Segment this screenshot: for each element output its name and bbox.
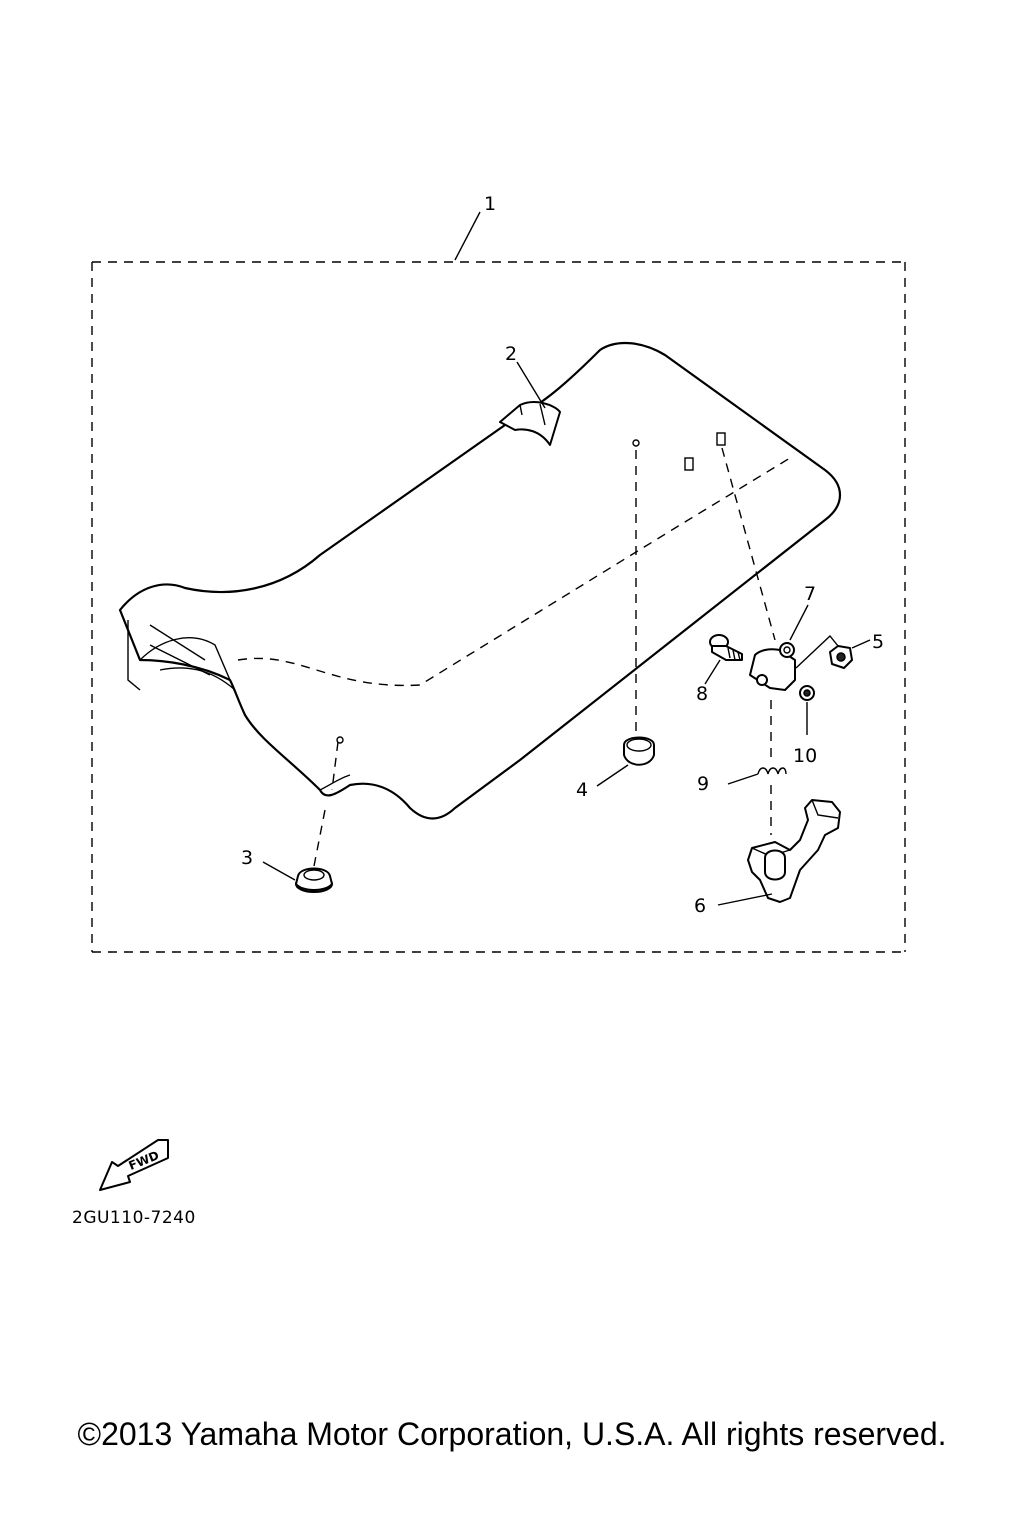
seat-hook-part-2 xyxy=(499,361,561,446)
seat-body xyxy=(118,341,841,820)
callout-8: 8 xyxy=(696,683,708,705)
callout-7: 7 xyxy=(804,583,816,605)
leader-part-1 xyxy=(454,211,481,261)
bolt-part-8 xyxy=(704,634,743,685)
callout-1: 1 xyxy=(484,193,496,215)
part-code: 2GU110-7240 xyxy=(72,1208,196,1228)
damper-part-3 xyxy=(262,736,344,893)
callout-9: 9 xyxy=(697,773,709,795)
damper-part-4 xyxy=(596,439,655,787)
lock-lever-part-6 xyxy=(717,799,841,906)
fwd-arrow-icon: FWD xyxy=(99,1139,169,1191)
washer-part-10 xyxy=(799,685,815,735)
callout-10: 10 xyxy=(793,745,817,767)
lock-bracket-part-7 xyxy=(749,604,809,760)
seat-holes xyxy=(684,432,776,641)
callout-2: 2 xyxy=(505,343,517,365)
callout-6: 6 xyxy=(694,895,706,917)
nut-part-5 xyxy=(795,634,871,669)
assembly-boundary xyxy=(91,261,906,953)
callout-3: 3 xyxy=(241,847,253,869)
copyright-notice: ©2013 Yamaha Motor Corporation, U.S.A. A… xyxy=(77,1416,947,1452)
spring-part-9 xyxy=(727,767,787,835)
callout-4: 4 xyxy=(576,779,588,801)
callout-5: 5 xyxy=(872,631,884,653)
